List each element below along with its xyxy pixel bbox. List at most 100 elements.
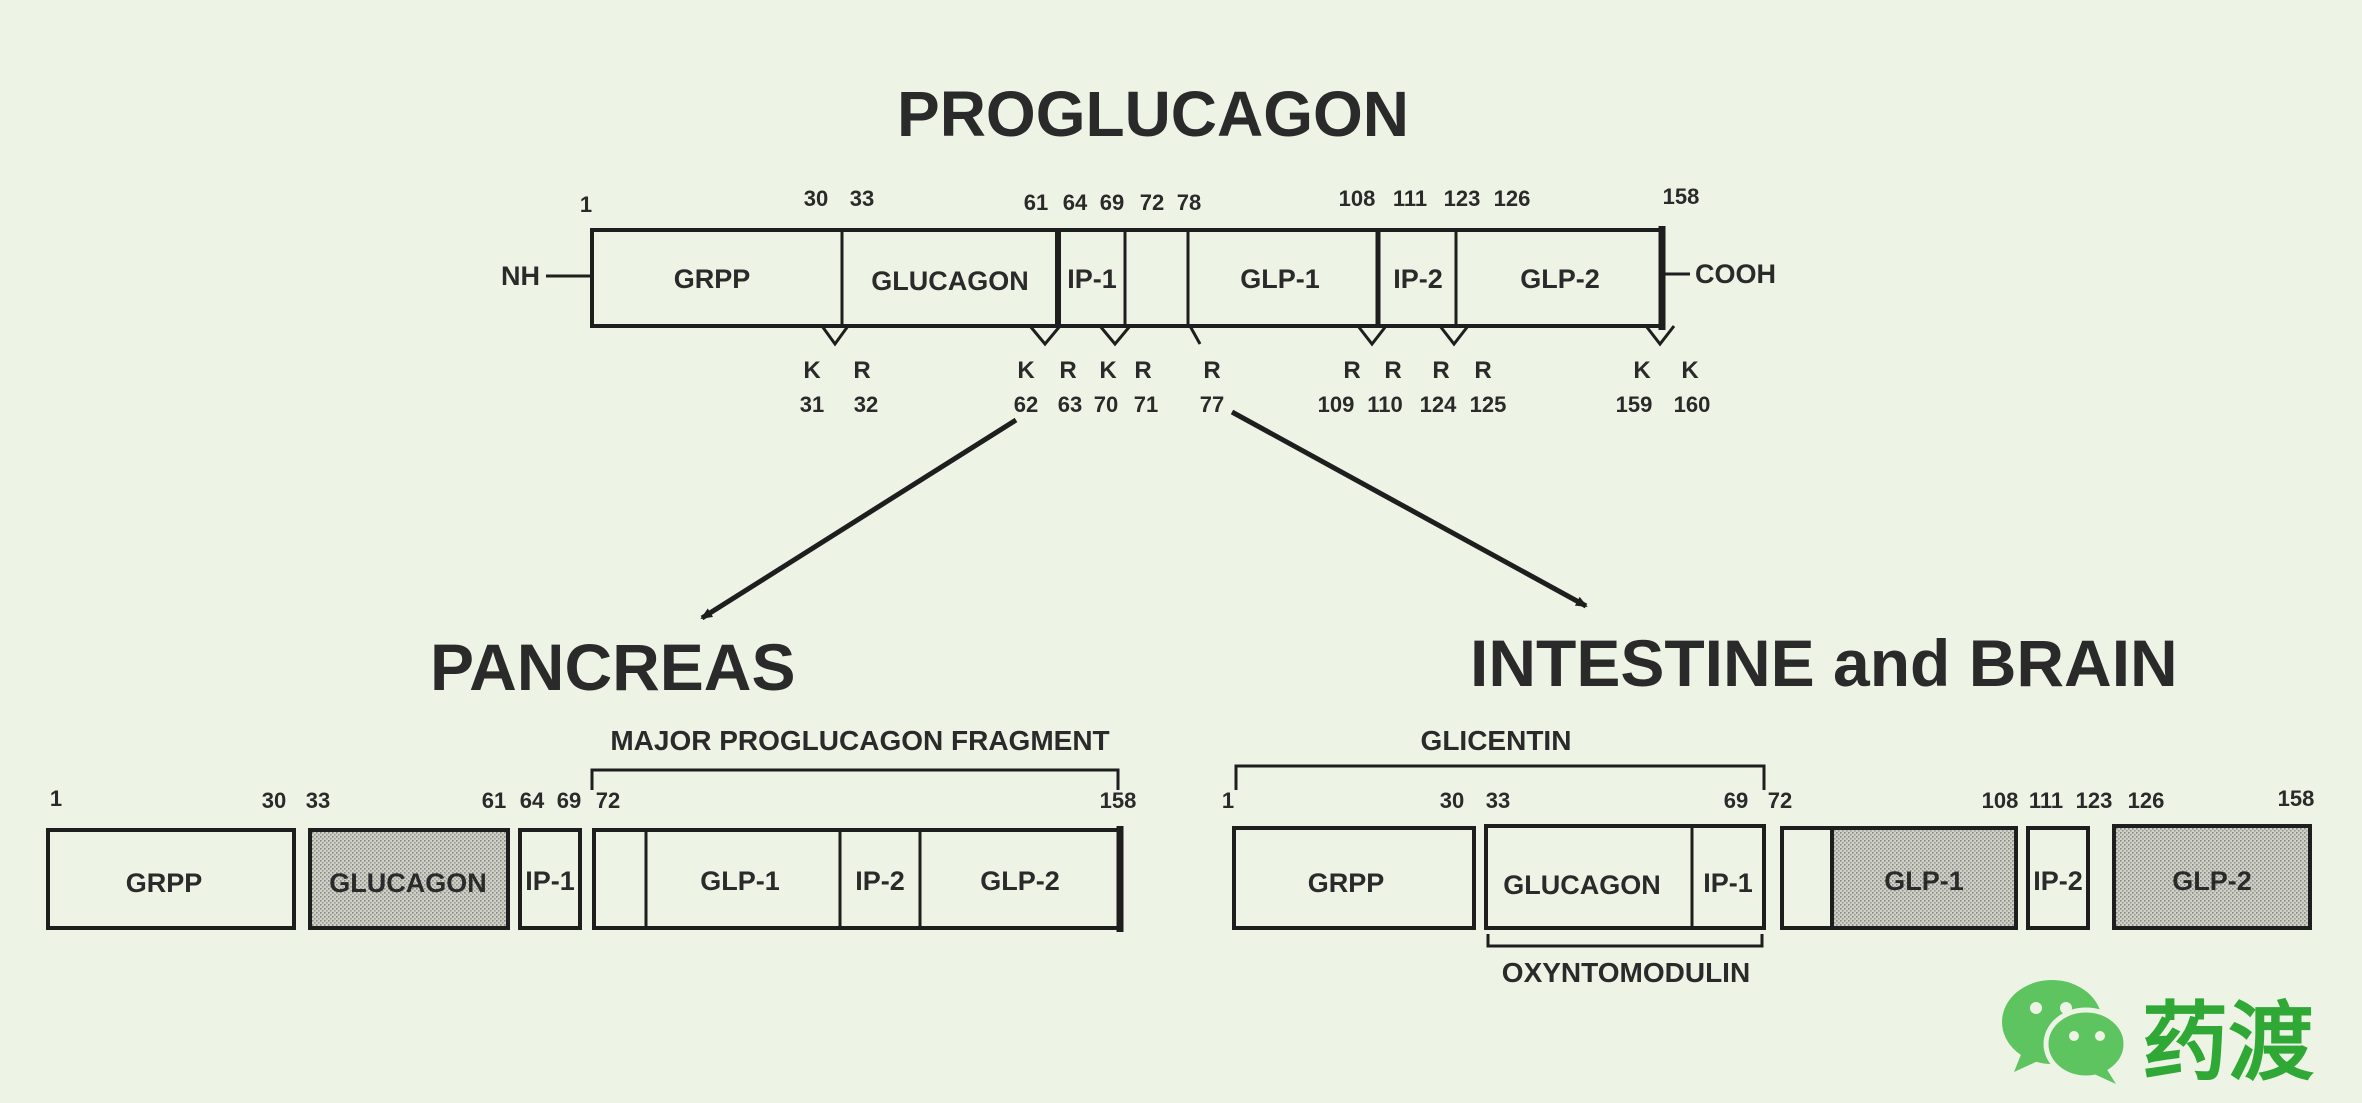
intestine-pos-33: 33	[1486, 788, 1510, 813]
segment-ip-2: IP-2	[1393, 264, 1443, 294]
cleavage-num-31: 31	[800, 392, 824, 417]
pancreas-ip-2-label: IP-2	[855, 866, 905, 896]
intestine-glp-2-label: GLP-2	[2172, 866, 2252, 896]
pancreas-pos-1: 1	[50, 786, 62, 811]
cleavage-aa-32: R	[853, 357, 870, 384]
segment-glp-1: GLP-1	[1240, 264, 1320, 294]
intestine-brain-title: INTESTINE and BRAIN	[1470, 626, 2178, 700]
intestine-products: GLICENTIN 1 30 33 69 72 108 111 123 126 …	[1222, 725, 2314, 988]
proglucagon-box	[590, 228, 1664, 328]
pos-30: 30	[804, 186, 828, 211]
oxyntomodulin-bracket	[1486, 934, 1764, 948]
pos-111: 111	[1393, 186, 1427, 211]
cleavage-aa-125: R	[1474, 357, 1491, 384]
diagram-title: PROGLUCAGON	[897, 78, 1409, 150]
cleavage-num-71: 71	[1134, 392, 1158, 417]
cleavage-num-160: 160	[1674, 392, 1711, 417]
pancreas-glp-2-label: GLP-2	[980, 866, 1060, 896]
pos-1: 1	[580, 192, 592, 217]
glicentin-bracket	[1234, 764, 1766, 790]
intestine-pos-123: 123	[2076, 788, 2113, 813]
pancreas-pos-30: 30	[262, 788, 286, 813]
segment-glucagon: GLUCAGON	[871, 266, 1029, 296]
pancreas-glucagon-box	[308, 828, 510, 930]
cleavage-num-63: 63	[1058, 392, 1082, 417]
proglucagon-bar: 1 30 33 61 64 69 72 78 108 111 123 126 1…	[501, 184, 1776, 417]
pancreas-pos-61: 61	[482, 788, 506, 813]
pancreas-grpp-box	[46, 828, 296, 930]
arrow-to-pancreas	[700, 417, 1018, 621]
intestine-pos-111: 111	[2029, 788, 2063, 813]
intestine-spacer-box	[1780, 826, 1834, 930]
intestine-pos-30: 30	[1440, 788, 1464, 813]
pancreas-grpp-label: GRPP	[126, 868, 203, 898]
arrow-to-intestine	[1230, 409, 1588, 609]
oxyntomodulin-label: OXYNTOMODULIN	[1502, 957, 1750, 988]
cleavage-num-109: 109	[1318, 392, 1355, 417]
pos-33: 33	[850, 186, 874, 211]
cleavage-aa-77: R	[1203, 357, 1220, 384]
cleavage-num-70: 70	[1094, 392, 1118, 417]
pancreas-ip-1-box	[518, 828, 582, 930]
watermark-text: 药渡	[2142, 993, 2314, 1093]
intestine-glp-1-box	[1830, 826, 2018, 930]
intestine-grpp-box	[1232, 826, 1476, 930]
pos-61: 61	[1024, 190, 1048, 215]
intestine-pos-69: 69	[1724, 788, 1748, 813]
segment-ip-1: IP-1	[1067, 264, 1117, 294]
pos-108: 108	[1339, 186, 1376, 211]
pos-126: 126	[1494, 186, 1531, 211]
pos-72: 72	[1140, 190, 1164, 215]
pancreas-title: PANCREAS	[430, 630, 795, 704]
intestine-pos-1: 1	[1222, 788, 1234, 813]
cleavage-aa-160: K	[1681, 357, 1699, 384]
intestine-oxyntomodulin-box	[1484, 824, 1766, 930]
intestine-glp-2-box	[2112, 824, 2312, 930]
intestine-pos-72: 72	[1768, 788, 1792, 813]
cleavage-aa-70: K	[1099, 357, 1117, 384]
cooh-terminus-label: COOH	[1695, 259, 1776, 289]
major-proglucagon-fragment-label: MAJOR PROGLUCAGON FRAGMENT	[610, 725, 1109, 756]
cleavage-ticks	[820, 325, 1676, 347]
pancreas-glp-1-label: GLP-1	[700, 866, 780, 896]
pos-123: 123	[1444, 186, 1481, 211]
pancreas-products: MAJOR PROGLUCAGON FRAGMENT 1 30 33 61 64…	[46, 725, 1137, 932]
glicentin-label: GLICENTIN	[1421, 725, 1572, 756]
cleavage-aa-31: K	[803, 357, 821, 384]
cleavage-aa-71: R	[1134, 357, 1151, 384]
cleavage-num-125: 125	[1470, 392, 1507, 417]
pos-64: 64	[1063, 190, 1088, 215]
wechat-icon	[2002, 980, 2129, 1084]
pancreas-glucagon-label: GLUCAGON	[329, 868, 487, 898]
pancreas-pos-64: 64	[520, 788, 545, 813]
segment-grpp: GRPP	[674, 264, 751, 294]
pos-158: 158	[1663, 184, 1700, 209]
mpgf-bracket	[590, 768, 1120, 790]
cleavage-aa-124: R	[1432, 357, 1449, 384]
pancreas-pos-33: 33	[306, 788, 330, 813]
cleavage-num-62: 62	[1014, 392, 1038, 417]
intestine-ip-2-box	[2026, 826, 2090, 930]
intestine-glp-1-label: GLP-1	[1884, 866, 1964, 896]
intestine-glucagon-label: GLUCAGON	[1503, 870, 1661, 900]
cleavage-aa-63: R	[1059, 357, 1076, 384]
intestine-ip-2-label: IP-2	[2033, 866, 2083, 896]
pancreas-pos-158: 158	[1100, 788, 1137, 813]
pancreas-ip-1-label: IP-1	[525, 866, 575, 896]
cleavage-num-77: 77	[1200, 392, 1224, 417]
cleavage-num-124: 124	[1420, 392, 1457, 417]
intestine-pos-108: 108	[1982, 788, 2019, 813]
cleavage-num-159: 159	[1616, 392, 1653, 417]
segment-glp-2: GLP-2	[1520, 264, 1600, 294]
cleavage-aa-62: K	[1017, 357, 1035, 384]
intestine-pos-126: 126	[2128, 788, 2165, 813]
intestine-ip-1-label: IP-1	[1703, 868, 1753, 898]
intestine-pos-158: 158	[2278, 786, 2315, 811]
pos-69: 69	[1100, 190, 1124, 215]
cleavage-num-110: 110	[1367, 392, 1403, 417]
cleavage-aa-109: R	[1343, 357, 1360, 384]
cleavage-aa-110: R	[1384, 357, 1401, 384]
intestine-grpp-label: GRPP	[1308, 868, 1385, 898]
cleavage-num-32: 32	[854, 392, 878, 417]
